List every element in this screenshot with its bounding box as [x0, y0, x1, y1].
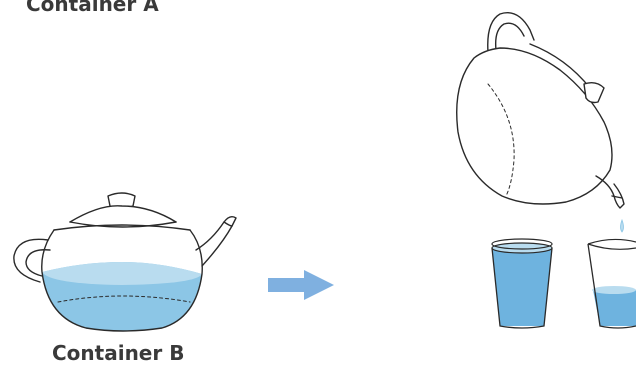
teapot-full-icon	[14, 193, 236, 331]
cup-partial-icon	[588, 239, 636, 328]
cup-full-icon	[492, 239, 552, 328]
arrow-right-icon	[268, 270, 334, 300]
teapot-pouring-icon	[457, 13, 624, 208]
water-drop-icon	[621, 220, 624, 232]
container-b-label: Container B	[52, 341, 184, 365]
